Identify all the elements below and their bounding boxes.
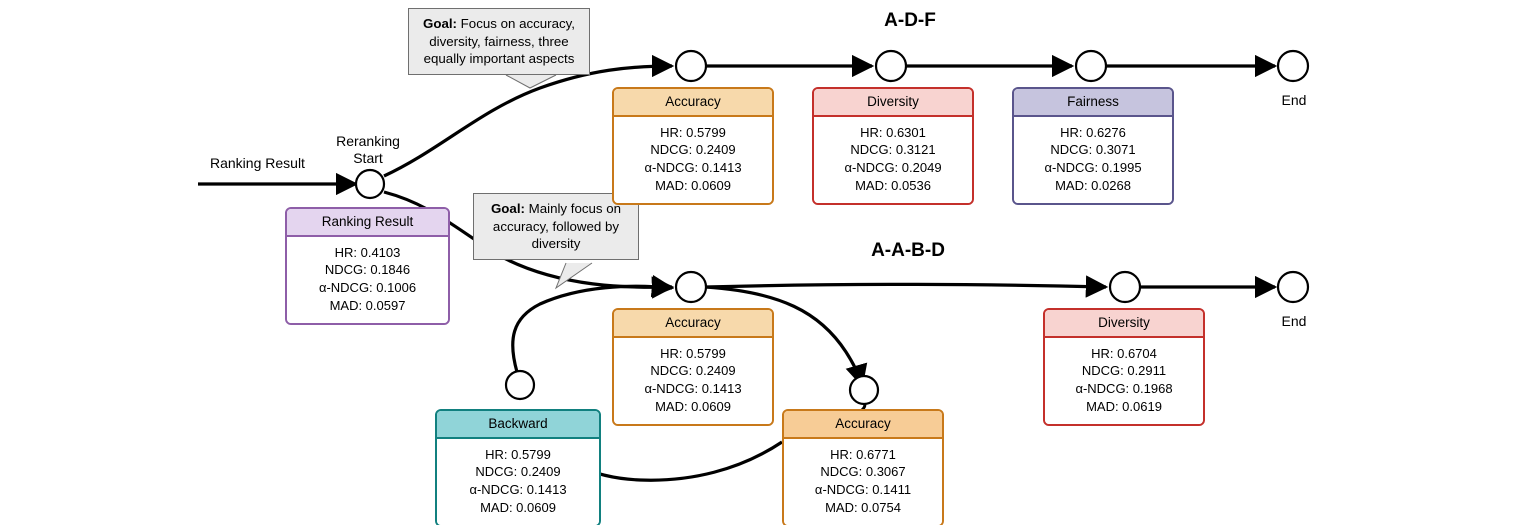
card-top-accuracy-title: Accuracy: [614, 89, 772, 117]
card-bottom-backward-title: Backward: [437, 411, 599, 439]
callout-goal-bottom: Goal: Mainly focus on accuracy, followed…: [473, 193, 639, 260]
metric-mad: MAD: 0.0536: [855, 178, 931, 194]
node-top-1: [674, 49, 708, 83]
callout-tail-bottom: [554, 262, 593, 290]
card-bottom-accuracy-1-metrics: HR: 0.5799 NDCG: 0.2409 α-NDCG: 0.1413 M…: [614, 337, 772, 425]
node-top-2: [874, 49, 908, 83]
callout-goal-top-text: Focus on accuracy, diversity, fairness, …: [423, 16, 575, 67]
metric-hr: HR: 0.6771: [830, 446, 896, 462]
callout-tail-top: [505, 74, 557, 89]
card-top-fairness-title: Fairness: [1014, 89, 1172, 117]
title-bottom-trajectory: A-A-B-D: [871, 240, 945, 261]
node-bottom-1: [674, 270, 708, 304]
card-bottom-accuracy-1-title: Accuracy: [614, 310, 772, 338]
metric-hr: HR: 0.4103: [334, 244, 401, 260]
node-bottom-end: [1276, 270, 1310, 304]
metric-mad: MAD: 0.0609: [655, 178, 731, 194]
metric-ndcg: NDCG: 0.3071: [1050, 142, 1136, 158]
card-bottom-accuracy-2: Accuracy HR: 0.6771 NDCG: 0.3067 α-NDCG:…: [782, 409, 944, 525]
metric-mad: MAD: 0.0754: [825, 500, 901, 516]
callout-goal-bottom-text: Mainly focus on accuracy, followed by di…: [492, 201, 622, 252]
node-reranking-start: [354, 168, 386, 200]
node-bottom-accuracy2: [848, 374, 880, 406]
reranking-start-label-line1: Reranking: [336, 133, 400, 149]
card-top-diversity-metrics: HR: 0.6301 NDCG: 0.3121 α-NDCG: 0.2049 M…: [814, 116, 972, 204]
card-top-fairness: Fairness HR: 0.6276 NDCG: 0.3071 α-NDCG:…: [1012, 87, 1174, 206]
card-ranking-result-metrics: HR: 0.4103 NDCG: 0.1846 α-NDCG: 0.1006 M…: [287, 236, 448, 324]
card-bottom-backward: Backward HR: 0.5799 NDCG: 0.2409 α-NDCG:…: [435, 409, 601, 525]
reranking-start-label-line2: Start: [353, 150, 383, 166]
metric-ndcg: NDCG: 0.3067: [820, 464, 906, 480]
card-bottom-accuracy-2-metrics: HR: 0.6771 NDCG: 0.3067 α-NDCG: 0.1411 M…: [784, 438, 942, 525]
metric-alpha-ndcg: α-NDCG: 0.1413: [644, 381, 742, 397]
metric-alpha-ndcg: α-NDCG: 0.1413: [644, 160, 742, 176]
card-top-diversity: Diversity HR: 0.6301 NDCG: 0.3121 α-NDCG…: [812, 87, 974, 206]
metric-mad: MAD: 0.0268: [1055, 178, 1131, 194]
card-bottom-accuracy-1: Accuracy HR: 0.5799 NDCG: 0.2409 α-NDCG:…: [612, 308, 774, 427]
node-top-end: [1276, 49, 1310, 83]
metric-mad: MAD: 0.0619: [1086, 399, 1162, 415]
metric-hr: HR: 0.6276: [1060, 124, 1126, 140]
metric-alpha-ndcg: α-NDCG: 0.1413: [469, 482, 567, 498]
metric-hr: HR: 0.6301: [860, 124, 926, 140]
node-bottom-backward: [504, 369, 536, 401]
metric-ndcg: NDCG: 0.3121: [850, 142, 936, 158]
node-bottom-diversity: [1108, 270, 1142, 304]
metric-hr: HR: 0.6704: [1091, 345, 1157, 361]
metric-mad: MAD: 0.0609: [480, 500, 556, 516]
card-top-diversity-title: Diversity: [814, 89, 972, 117]
metric-hr: HR: 0.5799: [660, 124, 726, 140]
card-ranking-result: Ranking Result HR: 0.4103 NDCG: 0.1846 α…: [285, 207, 450, 326]
card-bottom-diversity-metrics: HR: 0.6704 NDCG: 0.2911 α-NDCG: 0.1968 M…: [1045, 337, 1203, 425]
metric-alpha-ndcg: α-NDCG: 0.2049: [844, 160, 942, 176]
callout-goal-top: Goal: Focus on accuracy, diversity, fair…: [408, 8, 590, 75]
node-top-3: [1074, 49, 1108, 83]
card-top-accuracy-metrics: HR: 0.5799 NDCG: 0.2409 α-NDCG: 0.1413 M…: [614, 116, 772, 204]
metric-alpha-ndcg: α-NDCG: 0.1968: [1075, 381, 1173, 397]
metric-alpha-ndcg: α-NDCG: 0.1411: [814, 482, 912, 498]
metric-hr: HR: 0.5799: [660, 345, 726, 361]
card-bottom-accuracy-2-title: Accuracy: [784, 411, 942, 439]
callout-goal-bottom-prefix: Goal:: [490, 201, 525, 216]
metric-ndcg: NDCG: 0.2409: [475, 464, 561, 480]
card-ranking-result-title: Ranking Result: [287, 209, 448, 237]
metric-ndcg: NDCG: 0.1846: [324, 262, 411, 278]
end-label-bottom: End: [1281, 313, 1307, 329]
metric-ndcg: NDCG: 0.2911: [1081, 363, 1167, 379]
card-bottom-diversity: Diversity HR: 0.6704 NDCG: 0.2911 α-NDCG…: [1043, 308, 1205, 427]
edge-bottom-node1-to-node-div: [705, 275, 1109, 298]
metric-mad: MAD: 0.0609: [655, 399, 731, 415]
card-top-accuracy: Accuracy HR: 0.5799 NDCG: 0.2409 α-NDCG:…: [612, 87, 774, 206]
metric-hr: HR: 0.5799: [485, 446, 551, 462]
card-bottom-diversity-title: Diversity: [1045, 310, 1203, 338]
input-edge-label: Ranking Result: [210, 155, 305, 171]
callout-goal-top-prefix: Goal:: [423, 16, 457, 31]
metric-alpha-ndcg: α-NDCG: 0.1995: [1044, 160, 1142, 176]
metric-alpha-ndcg: α-NDCG: 0.1006: [318, 280, 417, 296]
metric-mad: MAD: 0.0597: [329, 298, 406, 314]
card-bottom-backward-metrics: HR: 0.5799 NDCG: 0.2409 α-NDCG: 0.1413 M…: [437, 438, 599, 525]
metric-ndcg: NDCG: 0.2409: [650, 142, 736, 158]
metric-ndcg: NDCG: 0.2409: [650, 363, 736, 379]
card-top-fairness-metrics: HR: 0.6276 NDCG: 0.3071 α-NDCG: 0.1995 M…: [1014, 116, 1172, 204]
title-top-trajectory: A-D-F: [884, 10, 936, 31]
end-label-top: End: [1281, 92, 1307, 108]
